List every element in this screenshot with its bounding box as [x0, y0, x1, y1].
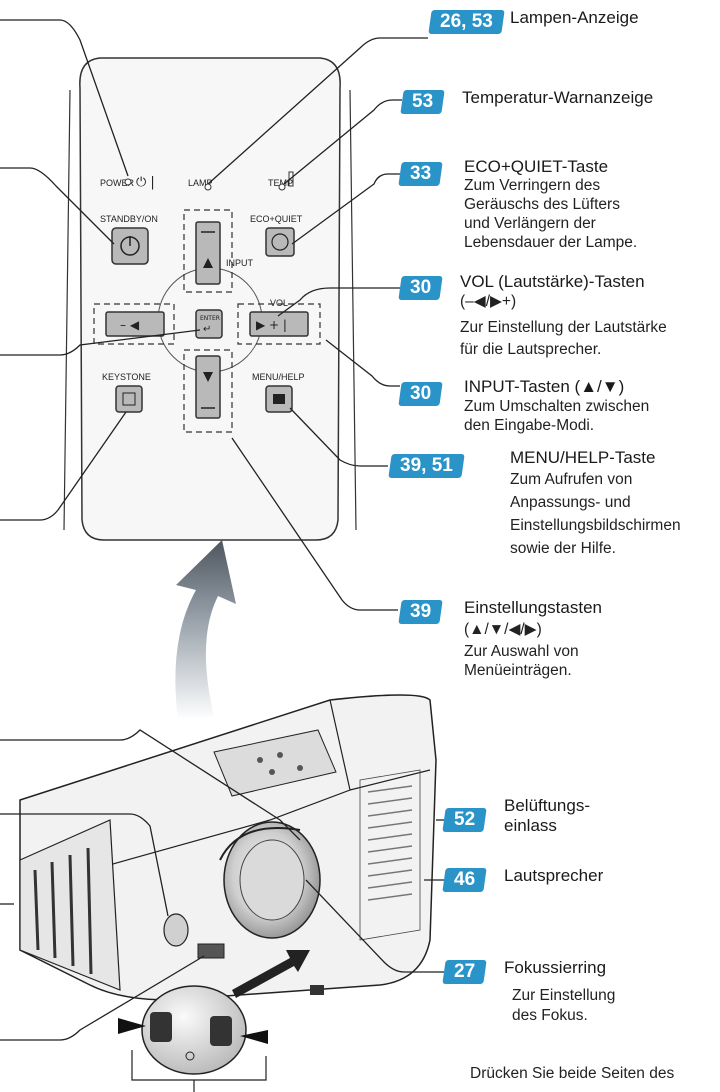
projector — [19, 694, 437, 1001]
svg-text:↵: ↵ — [203, 324, 211, 335]
adjust-page-badge: 39 — [398, 600, 443, 624]
eco-page-badge: 33 — [398, 162, 443, 186]
vol-title: VOL (Lautstärke)-Tasten — [460, 272, 645, 291]
leaf-icon — [271, 233, 289, 251]
svg-text:ENTER: ENTER — [200, 315, 220, 322]
footer-note: Drücken Sie beide Seiten des — [470, 1065, 675, 1082]
eco-quiet-desc-2: Geräuschs des Lüfters — [464, 196, 620, 213]
lamp-indicator-label: LAMP — [188, 178, 213, 188]
menu-help-desc-1: Zum Aufrufen von — [510, 471, 633, 488]
eco-quiet-desc-1: Zum Verringern des — [464, 177, 601, 194]
focus-page-badge: 27 — [442, 960, 487, 984]
speaker-page-badge: 46 — [442, 868, 487, 892]
input-desc-2: den Eingabe-Modi. — [464, 417, 595, 434]
menu-help-desc-4: sowie der Hilfe. — [510, 540, 616, 557]
eco-quiet-title: ECO+QUIET-Taste — [464, 157, 609, 176]
input-down-button[interactable] — [195, 355, 221, 419]
focus-desc-1: Zur Einstellung — [512, 987, 616, 1004]
temp-indicator-label: TEMP — [268, 178, 293, 188]
lamp-page-badge: 26, 53 — [428, 10, 505, 34]
adjust-title: Einstellungstasten — [464, 598, 602, 617]
speaker-title: Lautsprecher — [504, 866, 604, 885]
volume-down-button[interactable] — [105, 311, 165, 337]
menu-icon — [273, 394, 285, 404]
lamp-indicator-title: Lampen-Anzeige — [510, 8, 639, 27]
remote-control: POWER ⏻ | LAMP TEMP STANDBY/ON ECO+QUIET… — [63, 57, 357, 541]
thermometer-icon — [288, 171, 294, 187]
input-label: INPUT — [226, 258, 254, 268]
vol-page-badge: 30 — [398, 276, 443, 300]
keystone-icon — [122, 392, 136, 406]
eco-quiet-desc-4: Lebensdauer der Lampe. — [464, 234, 638, 251]
lamp-indicator — [204, 183, 212, 191]
temp-warning-title: Temperatur-Warnanzeige — [462, 88, 654, 107]
vent-desc: einlass — [504, 816, 557, 835]
vol-desc-3: für die Lautsprecher. — [460, 341, 602, 358]
svg-text:– ◀: – ◀ — [120, 318, 140, 332]
input-page-badge: 30 — [398, 382, 443, 406]
menu-help-label: MENU/HELP — [252, 372, 305, 382]
vol-desc-2: Zur Einstellung der Lautstärke — [460, 319, 667, 336]
focus-title: Fokussierring — [504, 958, 607, 977]
menu-page-badge: 39, 51 — [388, 454, 465, 478]
svg-text:⏻ |: ⏻ | — [136, 175, 155, 190]
leader-lines — [0, 19, 444, 1041]
curved-arrow-icon — [175, 540, 236, 720]
keystone-button[interactable] — [115, 385, 143, 413]
adjust-desc-2: Zur Auswahl von — [464, 643, 579, 660]
adjust-desc-3: Menüeinträgen. — [464, 662, 572, 679]
lens-cap — [118, 985, 268, 1092]
menu-help-title: MENU/HELP-Taste — [510, 448, 656, 467]
menu-help-desc-3: Einstellungsbildschirmen — [510, 517, 681, 534]
power-indicator-label: POWER — [100, 178, 135, 188]
vent-page-badge: 52 — [442, 808, 487, 832]
eco-quiet-desc-3: und Verlängern der — [464, 215, 596, 232]
eco-quiet-button[interactable] — [265, 227, 295, 257]
svg-text:▶ + |: ▶ + | — [256, 318, 287, 332]
enter-button[interactable] — [195, 309, 223, 339]
input-title: INPUT-Tasten (▲/▼) — [464, 377, 625, 396]
keystone-label: KEYSTONE — [102, 372, 151, 382]
temp-page-badge: 53 — [400, 90, 445, 114]
temp-indicator — [278, 183, 286, 191]
vol-desc-1: (–◀/▶+) — [460, 293, 517, 310]
vent-title: Belüftungs- — [504, 796, 590, 815]
menu-help-desc-2: Anpassungs- und — [510, 494, 631, 511]
adjust-desc-1: (▲/▼/◀/▶) — [464, 621, 542, 638]
power-indicator — [124, 178, 132, 186]
vol-label: VOL — [270, 298, 288, 308]
volume-up-button[interactable] — [249, 311, 309, 337]
input-up-button[interactable] — [195, 221, 221, 285]
input-desc-1: Zum Umschalten zwischen — [464, 398, 650, 415]
focus-desc-2: des Fokus. — [512, 1007, 588, 1024]
standby-on-label: STANDBY/ON — [100, 214, 158, 224]
eco-quiet-label: ECO+QUIET — [250, 214, 303, 224]
